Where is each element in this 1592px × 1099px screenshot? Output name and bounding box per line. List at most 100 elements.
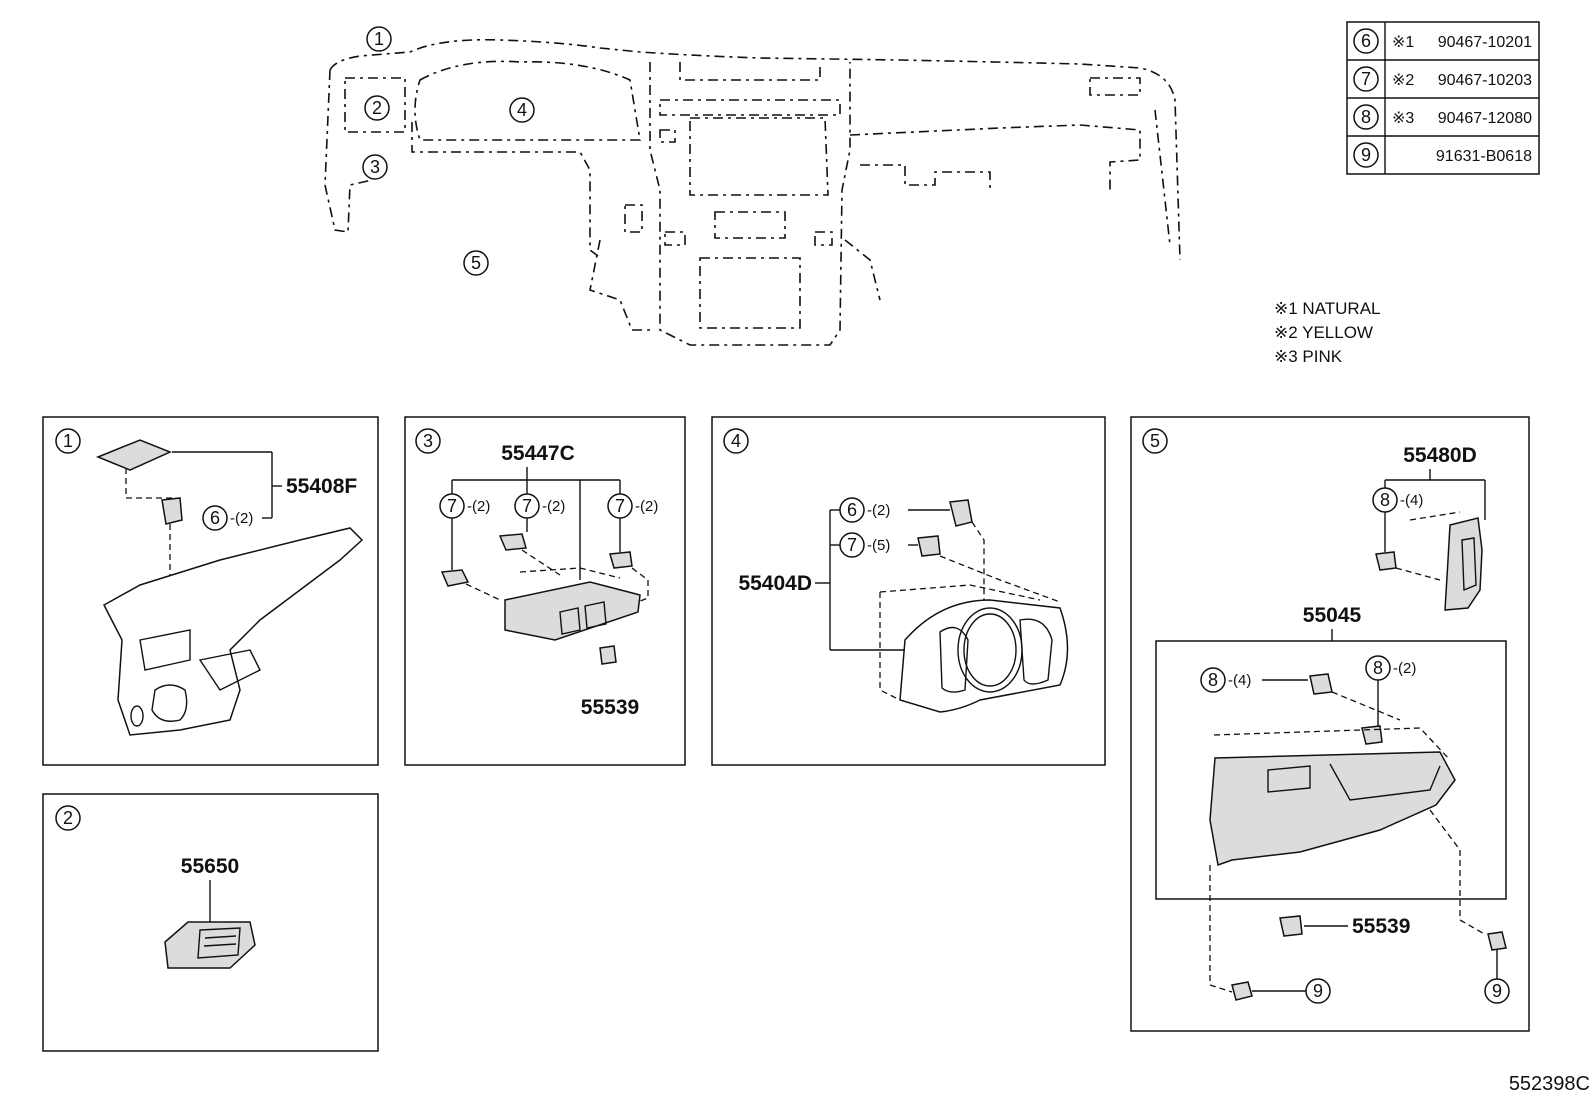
panel-1-clip-callout[interactable]: 6	[202, 505, 228, 531]
svg-text:-(2): -(2)	[1393, 660, 1416, 677]
part-number-table: 6 ※1 90467-10201 7 ※2 90467-10203 8 ※3 9…	[1346, 21, 1540, 175]
svg-text:5: 5	[471, 253, 481, 273]
clip-55539[interactable]	[599, 645, 617, 665]
svg-text:8: 8	[1380, 490, 1390, 510]
panel-1-callout[interactable]: 1	[55, 428, 81, 454]
svg-text:7: 7	[522, 496, 532, 516]
panel-5-callout-8-top[interactable]: 8	[1372, 487, 1398, 513]
table-row: 7 ※2 90467-10203	[1353, 66, 1532, 92]
part-label-55650: 55650	[181, 855, 239, 878]
svg-text:9: 9	[1492, 981, 1502, 1001]
clip[interactable]	[949, 499, 973, 527]
panel-5-callout-9-right[interactable]: 9	[1484, 978, 1510, 1004]
table-row: 9 91631-B0618	[1353, 142, 1532, 168]
svg-text:3: 3	[370, 157, 380, 177]
svg-text:90467-12080: 90467-12080	[1438, 110, 1532, 127]
lower-instrument-panel[interactable]	[1209, 751, 1456, 867]
svg-text:8: 8	[1361, 107, 1371, 127]
panel-4-callout[interactable]: 4	[723, 428, 749, 454]
clip[interactable]	[1309, 673, 1333, 695]
cover-plate[interactable]	[96, 439, 172, 471]
svg-text:7: 7	[847, 535, 857, 555]
clip-55539-b[interactable]	[1279, 915, 1303, 937]
switch-bezel[interactable]	[504, 581, 641, 641]
part-label-55480D: 55480D	[1403, 444, 1477, 467]
panel-2: 2 55650	[42, 793, 379, 1052]
part-label-55404D: 55404D	[738, 572, 812, 595]
svg-text:5: 5	[1150, 431, 1160, 451]
svg-text:90467-10203: 90467-10203	[1438, 72, 1532, 89]
overview-dashboard: 1 2 3 4 5	[324, 26, 1181, 346]
screw[interactable]	[1487, 931, 1507, 951]
panel-5-callout-8-right[interactable]: 8	[1365, 655, 1391, 681]
svg-text:9: 9	[1313, 981, 1323, 1001]
clip[interactable]	[1375, 551, 1397, 571]
svg-text:7: 7	[1361, 69, 1371, 89]
panel-4-callout-6[interactable]: 6	[839, 497, 865, 523]
meter-hood[interactable]	[899, 599, 1069, 713]
panel-1: 1 55408F 6 -(2)	[42, 416, 379, 766]
part-label-55408F: 55408F	[286, 475, 357, 498]
svg-text:7: 7	[615, 496, 625, 516]
svg-text:-(2): -(2)	[867, 502, 890, 519]
panel-4-callout-7[interactable]: 7	[839, 532, 865, 558]
overview-callout-1[interactable]: 1	[366, 26, 392, 52]
svg-text:-(2): -(2)	[230, 510, 253, 527]
svg-text:91631-B0618: 91631-B0618	[1436, 148, 1532, 165]
svg-text:8: 8	[1208, 670, 1218, 690]
note-natural: ※1 NATURAL	[1274, 299, 1381, 318]
clip[interactable]	[498, 533, 527, 551]
overview-callout-4[interactable]: 4	[509, 97, 535, 123]
svg-text:6: 6	[210, 508, 220, 528]
svg-text:-(4): -(4)	[1228, 672, 1251, 689]
svg-text:-(2): -(2)	[542, 498, 565, 515]
panel-3-callout[interactable]: 3	[415, 428, 441, 454]
clip[interactable]	[440, 569, 470, 587]
panel-5-callout-8-left[interactable]: 8	[1200, 667, 1226, 693]
diagram-id: 552398C	[1509, 1073, 1590, 1095]
note-yellow: ※2 YELLOW	[1274, 323, 1373, 342]
clip[interactable]	[609, 551, 633, 569]
table-row: 6 ※1 90467-10201	[1353, 28, 1532, 54]
overview-callout-2[interactable]: 2	[364, 95, 390, 121]
svg-text:※1: ※1	[1392, 34, 1414, 51]
part-label-55045: 55045	[1303, 604, 1362, 627]
clip[interactable]	[1361, 725, 1383, 745]
svg-text:2: 2	[372, 98, 382, 118]
svg-text:3: 3	[423, 431, 433, 451]
panel-2-callout[interactable]: 2	[55, 805, 81, 831]
color-notes: ※1 NATURAL ※2 YELLOW ※3 PINK	[1274, 299, 1381, 366]
panel-4: 4 6 -(2) 7 -(5) 55404D	[711, 416, 1106, 766]
overview-callout-5[interactable]: 5	[463, 250, 489, 276]
svg-text:-(4): -(4)	[1400, 492, 1423, 509]
panel-3-callout-7c[interactable]: 7	[607, 493, 633, 519]
svg-text:6: 6	[847, 500, 857, 520]
part-label-55447C: 55447C	[501, 442, 575, 465]
table-row: 8 ※3 90467-12080	[1353, 104, 1532, 130]
part-label-55539-b: 55539	[1352, 915, 1410, 938]
clip[interactable]	[161, 497, 183, 525]
svg-text:90467-10201: 90467-10201	[1438, 34, 1532, 51]
part-label-55539: 55539	[581, 696, 639, 719]
svg-text:1: 1	[374, 29, 384, 49]
svg-text:※3: ※3	[1392, 110, 1414, 127]
panel-3-callout-7a[interactable]: 7	[439, 493, 465, 519]
svg-text:9: 9	[1361, 145, 1371, 165]
panel-5: 5 55480D 8 -(4) 55045 8 -(4) 8 -(2)	[1130, 416, 1530, 1032]
dashboard-body	[103, 527, 364, 736]
clip[interactable]	[917, 535, 941, 557]
screw[interactable]	[1231, 981, 1253, 1001]
note-pink: ※3 PINK	[1274, 347, 1343, 366]
svg-text:8: 8	[1373, 658, 1383, 678]
panel-3-callout-7b[interactable]: 7	[514, 493, 540, 519]
overview-callout-3[interactable]: 3	[362, 154, 388, 180]
svg-text:-(2): -(2)	[635, 498, 658, 515]
svg-text:1: 1	[63, 431, 73, 451]
svg-text:4: 4	[517, 100, 527, 120]
svg-text:4: 4	[731, 431, 741, 451]
panel-5-callout-9-left[interactable]: 9	[1305, 978, 1331, 1004]
panel-5-callout[interactable]: 5	[1142, 428, 1168, 454]
svg-text:7: 7	[447, 496, 457, 516]
svg-text:※2: ※2	[1392, 72, 1414, 89]
